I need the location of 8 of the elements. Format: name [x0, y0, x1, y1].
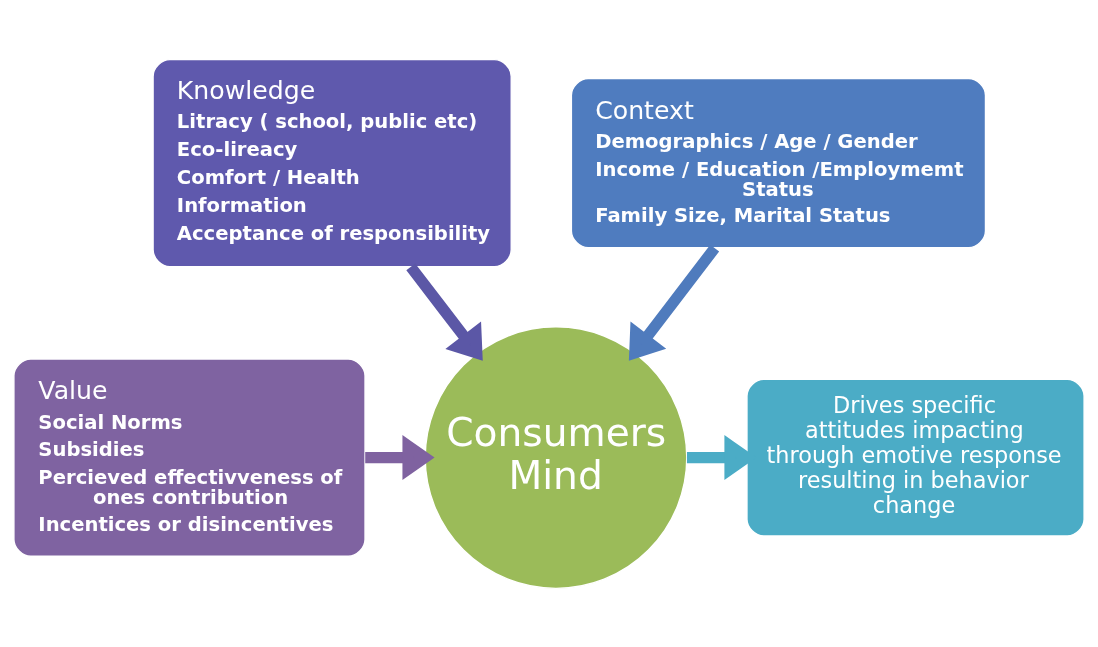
arrow [406, 263, 483, 361]
node-circle: Consumers Mind [424, 325, 688, 589]
node-box: Context Demographics / Age / Gender Income / Education /Employmemt Status Family Size, Marital Status [570, 77, 987, 248]
node-box: Value Social Norms Subsidies Percieved effectivveness of ones contribution Incentices or disincentives [13, 357, 366, 557]
node-box: Knowledge Litracy ( school, public etc) Eco-lireacy Comfort / Health Information Acceptance of responsibility [152, 58, 512, 267]
arrow [628, 244, 720, 361]
arrow [365, 434, 435, 480]
node-box: Drives specific attitudes impacting through emotive response resulting in behavior change [746, 378, 1085, 537]
